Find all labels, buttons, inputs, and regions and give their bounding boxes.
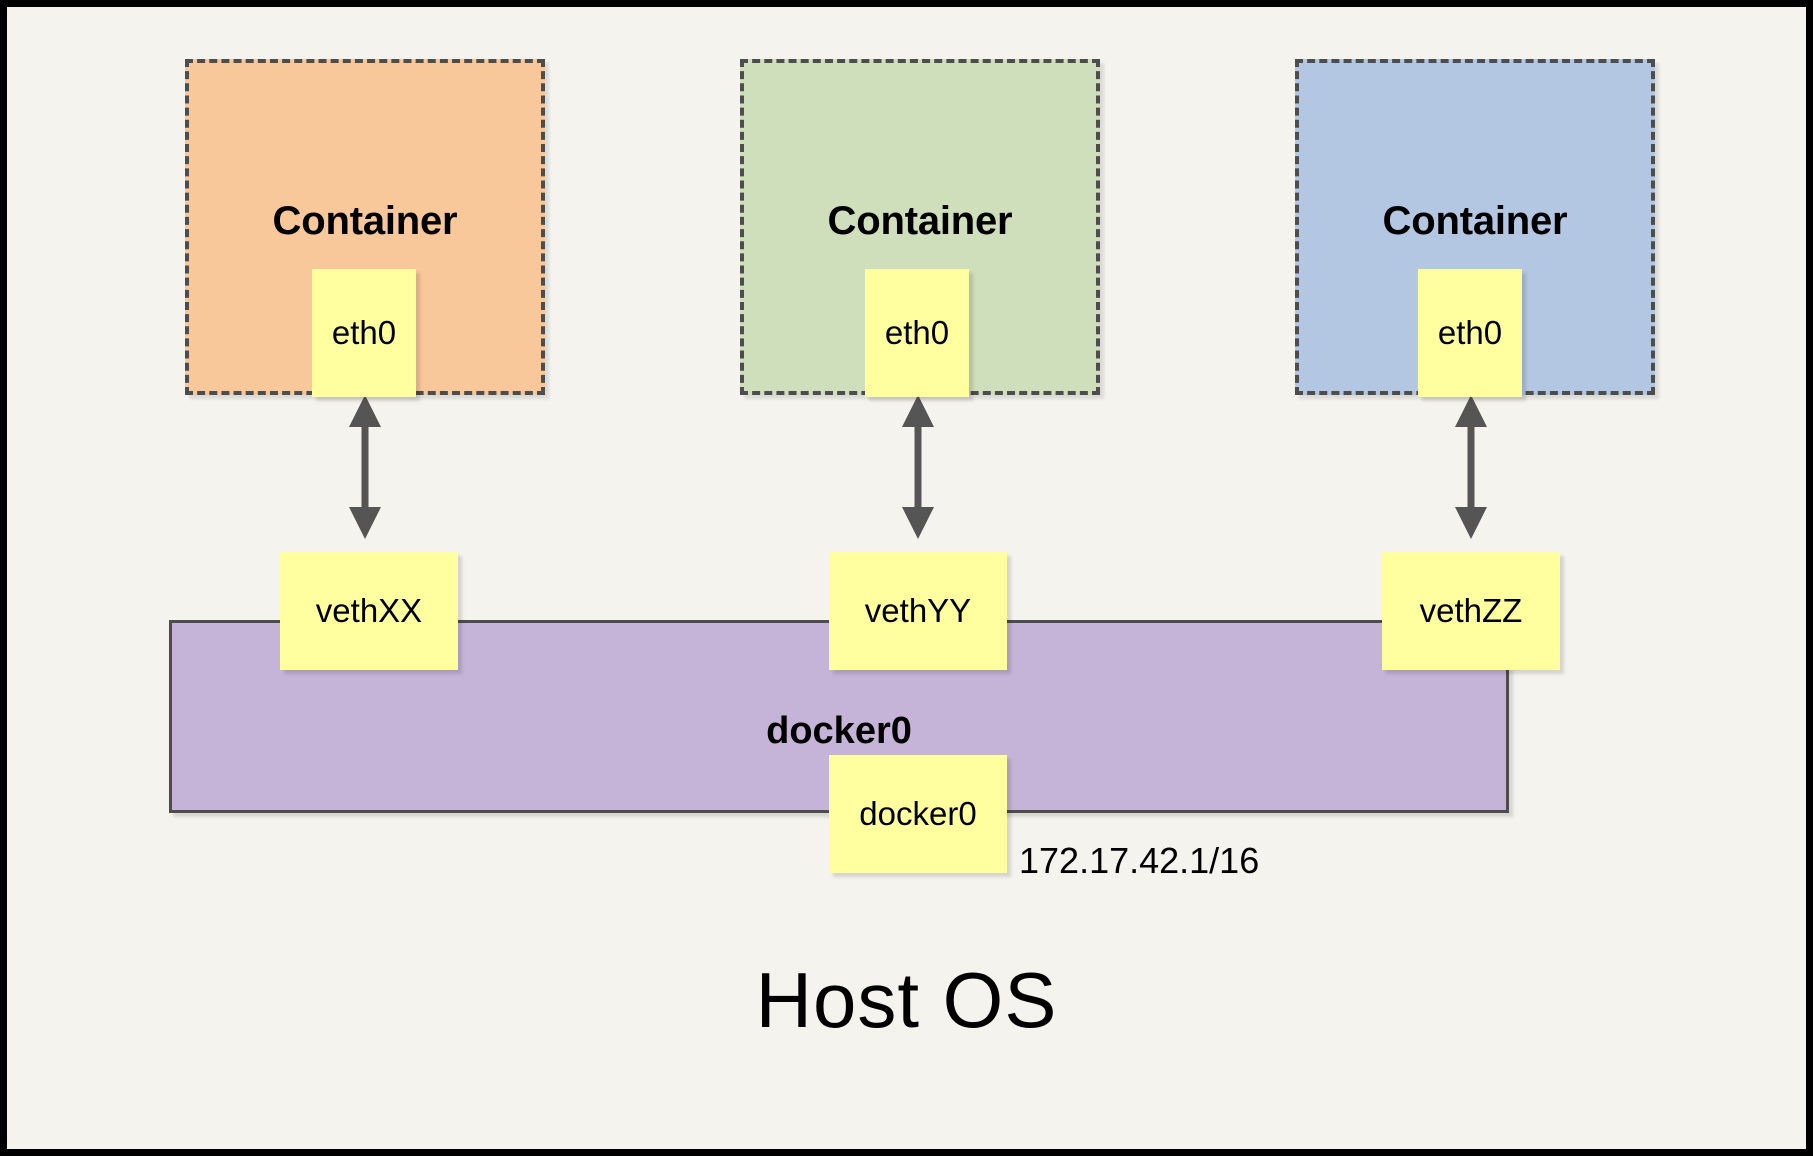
eth0-box-1[interactable]: eth0 [312, 269, 416, 397]
veth-box-2[interactable]: vethYY [829, 552, 1007, 670]
container-title-1: Container [272, 199, 458, 243]
container-title-2: Container [827, 199, 1013, 243]
docker0-ip-address: 172.17.42.1/16 [1019, 840, 1260, 881]
container-box-3[interactable]: Container [1295, 59, 1655, 395]
veth-link-arrow-1 [349, 395, 381, 539]
diagram-stage: Container eth0 vethXX Container eth0 vet… [7, 7, 1806, 1149]
veth-link-arrow-2 [902, 395, 934, 539]
docker0-interface-box[interactable]: docker0 [829, 755, 1007, 873]
host-os-label: Host OS [755, 956, 1058, 1044]
container-title-3: Container [1382, 199, 1568, 243]
docker0-bridge-label: docker0 [766, 710, 912, 752]
veth-box-3[interactable]: vethZZ [1382, 552, 1560, 670]
eth0-box-3[interactable]: eth0 [1418, 269, 1522, 397]
veth-box-1[interactable]: vethXX [280, 552, 458, 670]
veth-link-arrow-3 [1455, 395, 1487, 539]
eth0-box-2[interactable]: eth0 [865, 269, 969, 397]
